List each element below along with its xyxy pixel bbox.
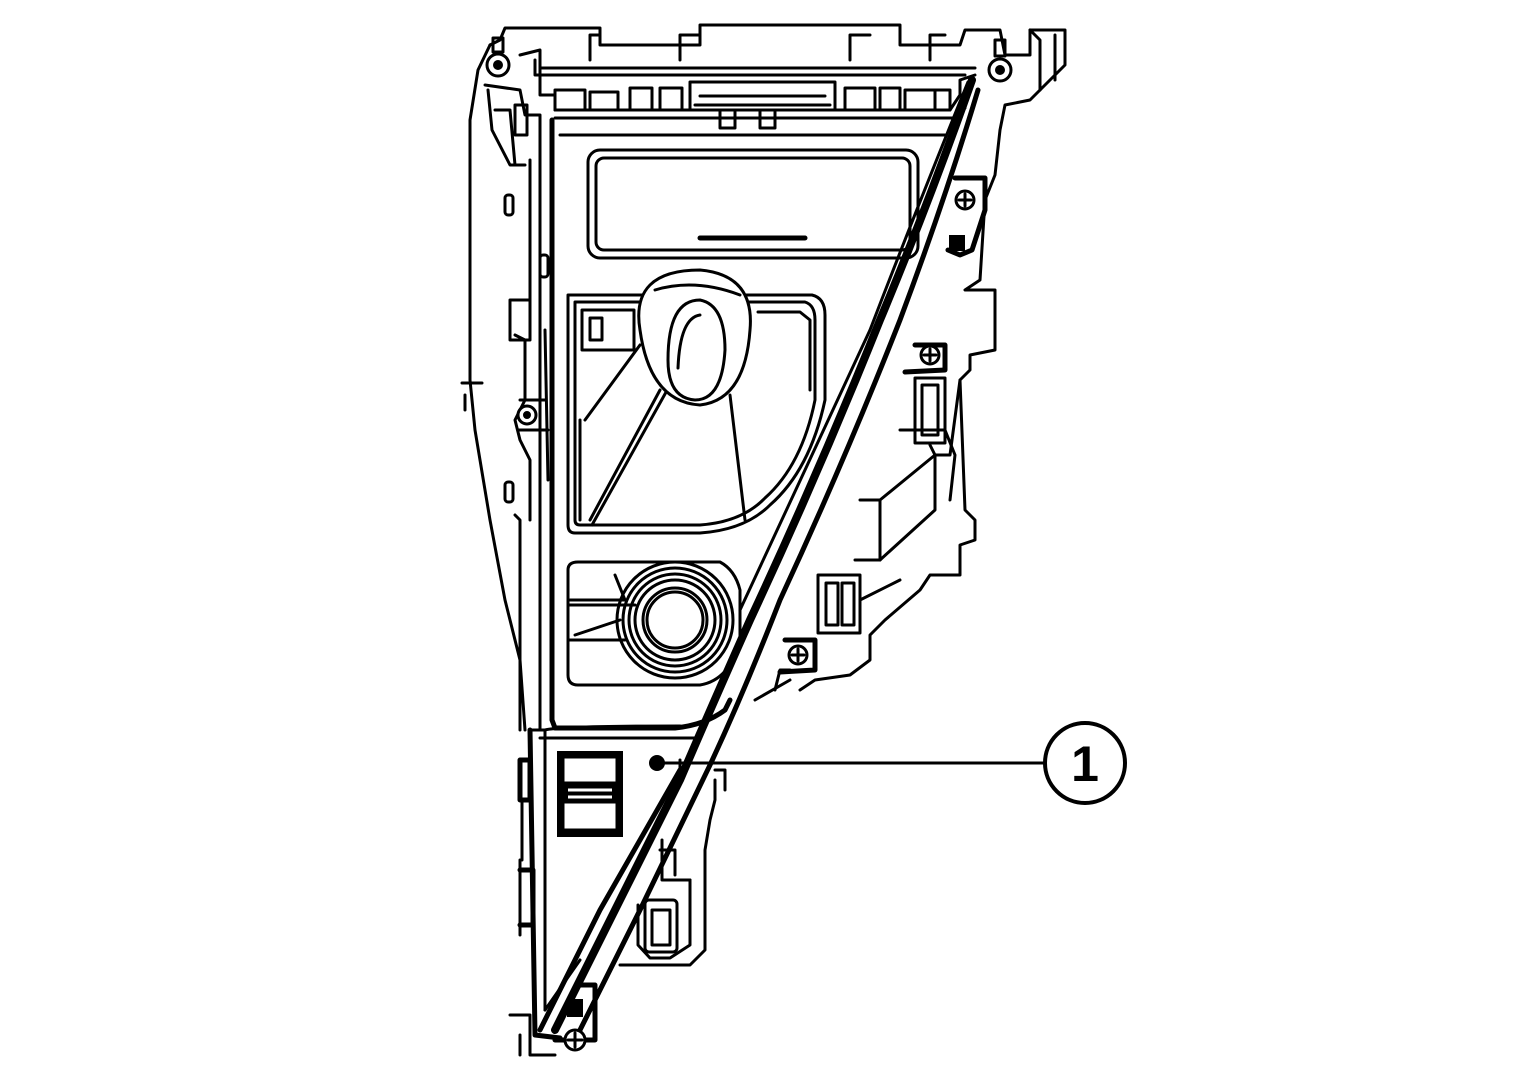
top-mounting-brackets <box>485 33 1013 130</box>
cup-holder <box>566 560 742 687</box>
finisher-panel <box>508 76 988 1057</box>
top-storage-tray <box>586 148 920 260</box>
left-side-panel <box>483 83 550 732</box>
center-bezel-panel <box>549 106 967 731</box>
callout-1-label: 1 <box>1071 736 1099 792</box>
callout-1: 1 <box>649 721 1127 805</box>
shift-lever-assembly <box>566 268 827 535</box>
callout-1-circle <box>1043 721 1127 805</box>
